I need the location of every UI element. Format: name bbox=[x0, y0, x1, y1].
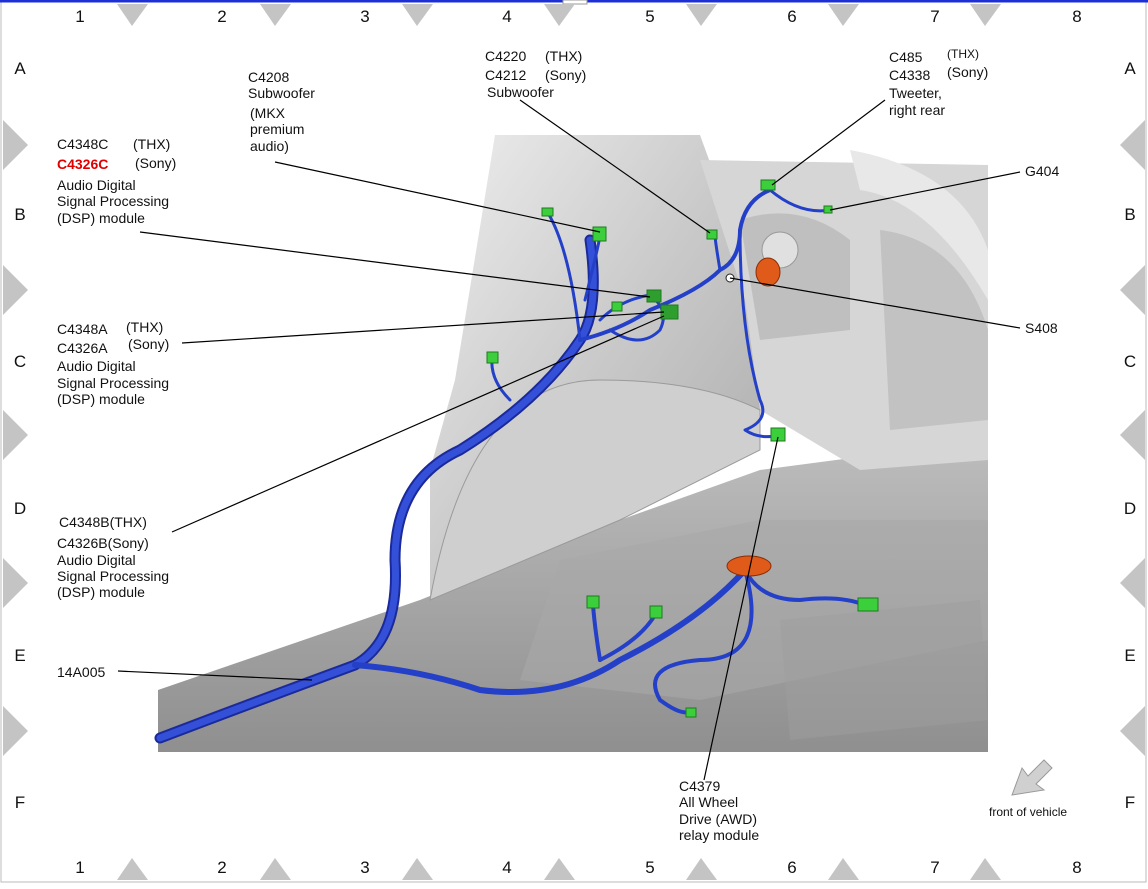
callout-14a005: 14A005 bbox=[57, 664, 106, 680]
c4379-line2: All Wheel bbox=[679, 794, 739, 810]
connectors bbox=[486, 179, 879, 718]
c4348a-line2b: (Sony) bbox=[128, 336, 170, 352]
col-label-7-bottom: 7 bbox=[930, 858, 940, 877]
row-label-c-right: C bbox=[1123, 352, 1137, 371]
leader-lines bbox=[117, 99, 1021, 781]
col-label-2: 2 bbox=[217, 7, 227, 26]
col-label-4: 4 bbox=[502, 7, 512, 26]
c485-line4: right rear bbox=[889, 102, 946, 118]
col-label-6: 6 bbox=[787, 7, 797, 26]
top-tab bbox=[562, 0, 588, 5]
c4348b-line5: (DSP) module bbox=[57, 584, 145, 600]
c4348a-line5: (DSP) module bbox=[57, 391, 145, 407]
row-label-d-right: D bbox=[1123, 499, 1137, 518]
row-label-b: B bbox=[14, 205, 26, 224]
c4348b-line4: Signal Processing bbox=[57, 568, 170, 584]
c4348c-line1: C4348C bbox=[57, 136, 109, 152]
front-arrow-icon bbox=[1011, 759, 1053, 796]
c485-line2: C4338 bbox=[889, 67, 931, 83]
row-label-f-right: F bbox=[1124, 793, 1136, 812]
row-label-b-right: B bbox=[1124, 205, 1136, 224]
c4348c-line4: Signal Processing bbox=[57, 193, 170, 209]
c4348c-line3: Audio Digital bbox=[57, 177, 136, 193]
row-label-e: E bbox=[14, 646, 26, 665]
c4348c-line2b: (Sony) bbox=[135, 155, 177, 171]
col-label-4-bottom: 4 bbox=[502, 858, 512, 877]
c4348c-line1b: (THX) bbox=[133, 136, 171, 152]
c4220-line1: C4220 bbox=[485, 48, 527, 64]
grommet-upper bbox=[755, 257, 781, 287]
row-label-e-right: E bbox=[1124, 646, 1136, 665]
callout-g404: G404 bbox=[1025, 163, 1060, 179]
col-label-3: 3 bbox=[360, 7, 370, 26]
c4220-line2: C4212 bbox=[485, 67, 527, 83]
grid-markers bbox=[3, 4, 1145, 880]
front-of-vehicle-label: front of vehicle bbox=[989, 805, 1068, 819]
row-label-a: A bbox=[14, 59, 26, 78]
col-label-2-bottom: 2 bbox=[217, 858, 227, 877]
c4379-line3: Drive (AWD) bbox=[679, 811, 758, 827]
col-label-8-bottom: 8 bbox=[1072, 858, 1082, 877]
row-label-d: D bbox=[13, 499, 27, 518]
row-label-f: F bbox=[14, 793, 26, 812]
c4208-line4: premium bbox=[250, 121, 305, 137]
c4220-line1b: (THX) bbox=[545, 48, 583, 64]
c4348b-line1: C4348B(THX) bbox=[59, 514, 147, 530]
c4348a-line3: Audio Digital bbox=[57, 358, 136, 374]
c4220-line3: Subwoofer bbox=[487, 84, 554, 100]
col-label-5: 5 bbox=[645, 7, 655, 26]
col-label-6-bottom: 6 bbox=[787, 858, 797, 877]
col-label-3-bottom: 3 bbox=[360, 858, 370, 877]
col-label-5-bottom: 5 bbox=[645, 858, 655, 877]
col-label-8: 8 bbox=[1072, 7, 1082, 26]
c4208-line1: C4208 bbox=[248, 69, 290, 85]
c485-line2b: (Sony) bbox=[947, 64, 989, 80]
wire-harness-14a005 bbox=[154, 188, 867, 744]
c4220-line2b: (Sony) bbox=[545, 67, 587, 83]
c4379-line4: relay module bbox=[679, 827, 760, 843]
row-label-a-right: A bbox=[1124, 59, 1136, 78]
c4348a-line1: C4348A bbox=[57, 321, 108, 337]
c4379-line1: C4379 bbox=[679, 778, 721, 794]
c4348a-line4: Signal Processing bbox=[57, 375, 170, 391]
c4208-line2: Subwoofer bbox=[248, 85, 315, 101]
col-label-1: 1 bbox=[75, 7, 85, 26]
c4208-line5: audio) bbox=[250, 138, 289, 154]
col-label-1-bottom: 1 bbox=[75, 858, 85, 877]
c4348b-line2: C4326B(Sony) bbox=[57, 535, 149, 551]
col-label-7: 7 bbox=[930, 7, 940, 26]
c485-line3: Tweeter, bbox=[889, 85, 942, 101]
callout-s408: S408 bbox=[1025, 320, 1058, 336]
grommet-floor bbox=[726, 555, 772, 577]
vehicle-body bbox=[158, 135, 988, 752]
c485-line1: C485 bbox=[889, 49, 923, 65]
row-label-c: C bbox=[13, 352, 27, 371]
c4348c-line2: C4326C bbox=[57, 156, 109, 172]
c4348a-line1b: (THX) bbox=[126, 319, 164, 335]
c4348b-line3: Audio Digital bbox=[57, 552, 136, 568]
c4348c-line5: (DSP) module bbox=[57, 210, 145, 226]
c4348a-line2: C4326A bbox=[57, 340, 108, 356]
c4208-line3: (MKX bbox=[250, 105, 285, 121]
c485-line1b: (THX) bbox=[947, 47, 979, 61]
